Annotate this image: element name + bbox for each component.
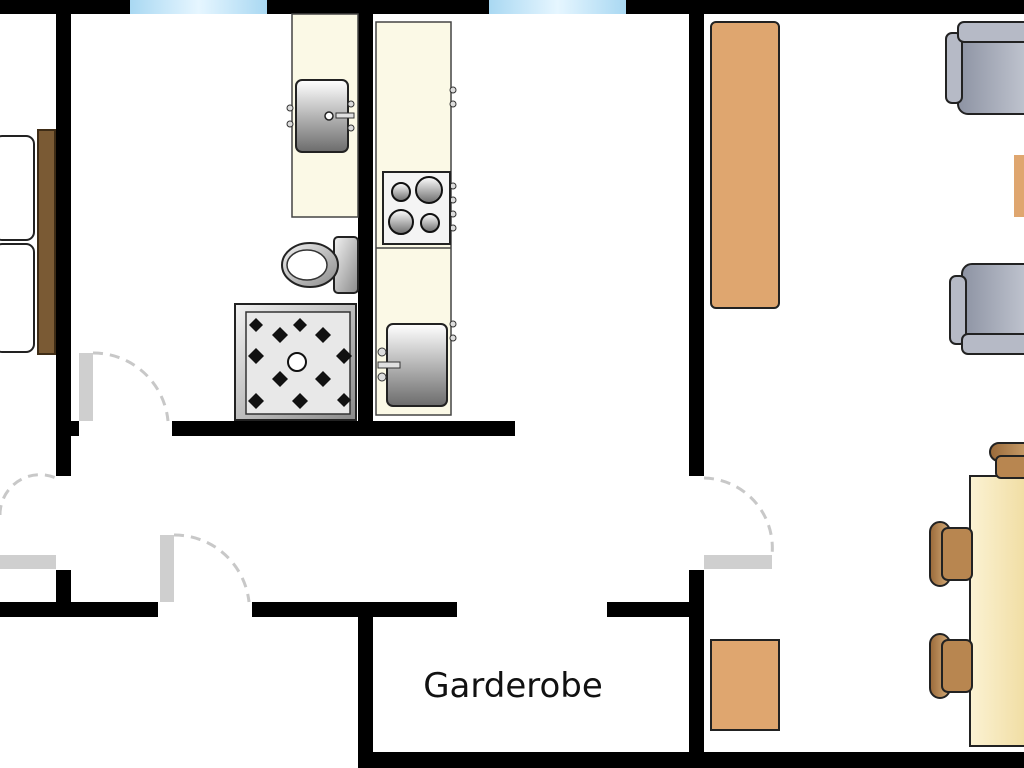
door-swing-icon [79, 351, 170, 422]
stove-icon [382, 171, 451, 245]
counter-knobs [449, 86, 457, 342]
room-label-garderobe: Garderobe [423, 666, 603, 706]
door-swing-icon [160, 533, 251, 603]
bathroom-sink-icon [286, 13, 359, 218]
sideboard-icon [710, 21, 780, 309]
armchair-icon [945, 21, 1024, 115]
kitchen-sink-icon [377, 323, 448, 407]
bed-icon [0, 129, 56, 355]
door-swing-icon [703, 476, 774, 569]
window-icon [489, 0, 626, 14]
window-icon [130, 0, 267, 14]
dining-table-icon [969, 475, 1024, 747]
toilet-icon [281, 236, 359, 294]
dining-chair-icon [929, 521, 973, 587]
cabinet-icon [710, 639, 780, 731]
dining-chair-icon [929, 633, 973, 699]
side-table-icon [1014, 155, 1024, 217]
dining-chair-icon [989, 442, 1024, 479]
armchair-icon [949, 263, 1024, 355]
door-swing-icon [0, 473, 57, 569]
shower-tray-icon [234, 303, 357, 421]
